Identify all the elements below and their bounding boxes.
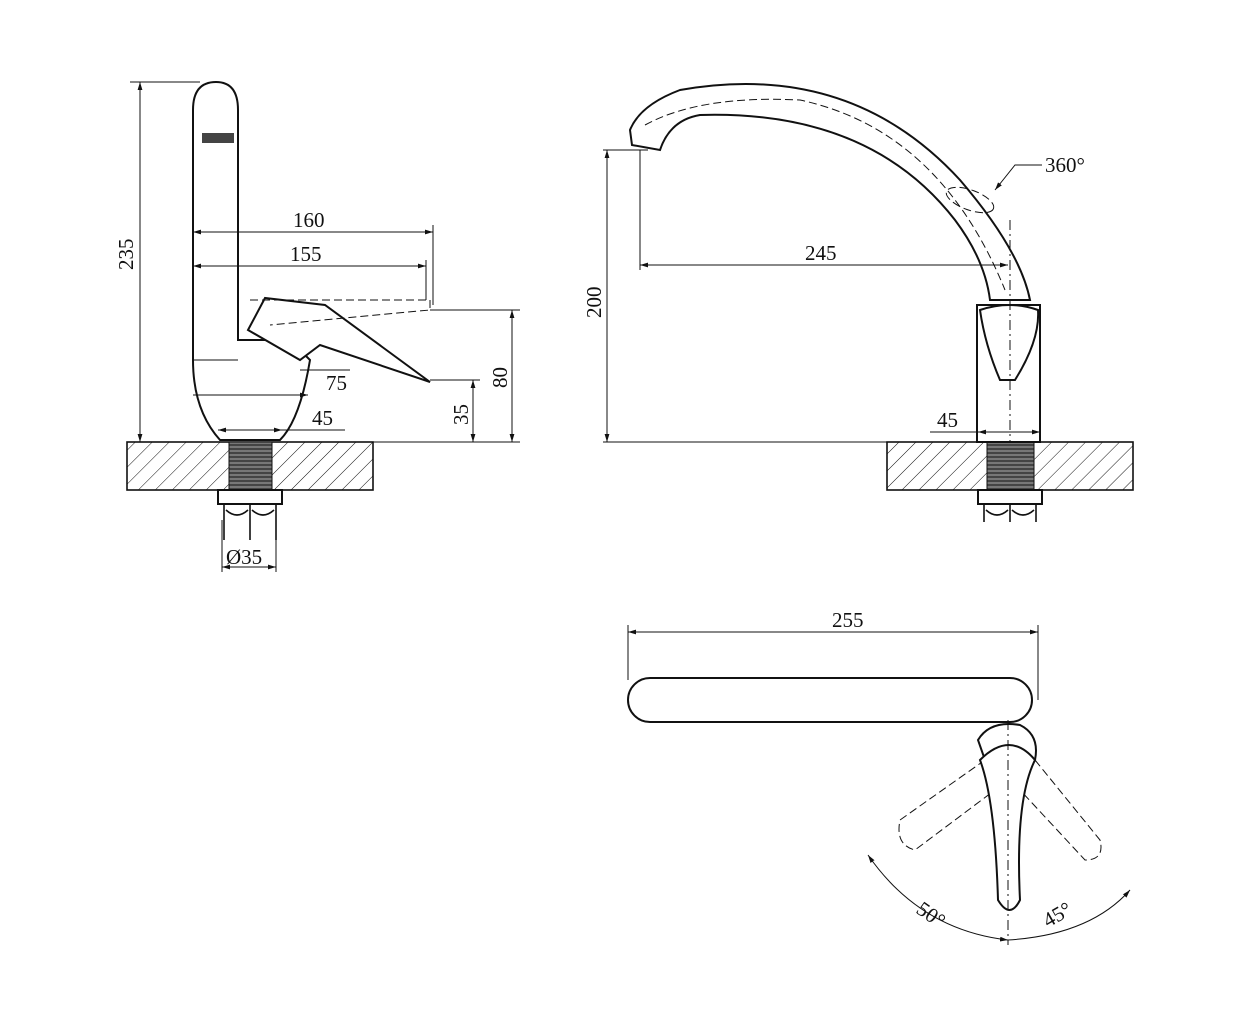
spout-body <box>192 80 312 441</box>
dim-handle-height-high: 80 <box>488 367 512 388</box>
handle <box>978 304 1040 381</box>
spout-top <box>627 677 1033 723</box>
dim-handle-height-low: 35 <box>449 404 473 425</box>
mounting-nut <box>977 489 1043 505</box>
dim-angle-left: 50° <box>912 896 950 933</box>
dim-hole-diameter: Ø35 <box>226 545 262 569</box>
mounting-nut <box>217 489 283 505</box>
dim-spout-reach: 245 <box>805 241 837 265</box>
dim-height-total: 235 <box>114 239 138 271</box>
dim-reach-inner: 155 <box>290 242 322 266</box>
dim-base-width: 45 <box>312 406 333 430</box>
dim-total-length: 255 <box>832 608 864 632</box>
aerator <box>202 133 234 143</box>
handle-left-position <box>898 759 996 851</box>
dim-base-width: 45 <box>937 408 958 432</box>
dim-rotation: 360° <box>1045 153 1085 177</box>
top-view: 255 50° 45° <box>627 608 1131 945</box>
arched-spout <box>628 83 1032 301</box>
handle-raised <box>250 299 431 326</box>
handle-right-position <box>1019 759 1102 861</box>
dim-handle-length: 75 <box>326 371 347 395</box>
dim-reach-outer: 160 <box>293 208 325 232</box>
mounting-thread <box>228 441 273 491</box>
dim-spout-height: 200 <box>582 287 606 319</box>
handle <box>246 296 431 383</box>
dim-angle-right: 45° <box>1039 897 1076 932</box>
swivel-indicator <box>945 186 995 214</box>
side-view: 235 160 155 75 45 35 80 Ø35 <box>114 80 520 572</box>
supply-hoses <box>223 504 277 540</box>
mounting-thread <box>986 441 1035 491</box>
front-view: 200 245 360° 45 <box>582 83 1134 522</box>
